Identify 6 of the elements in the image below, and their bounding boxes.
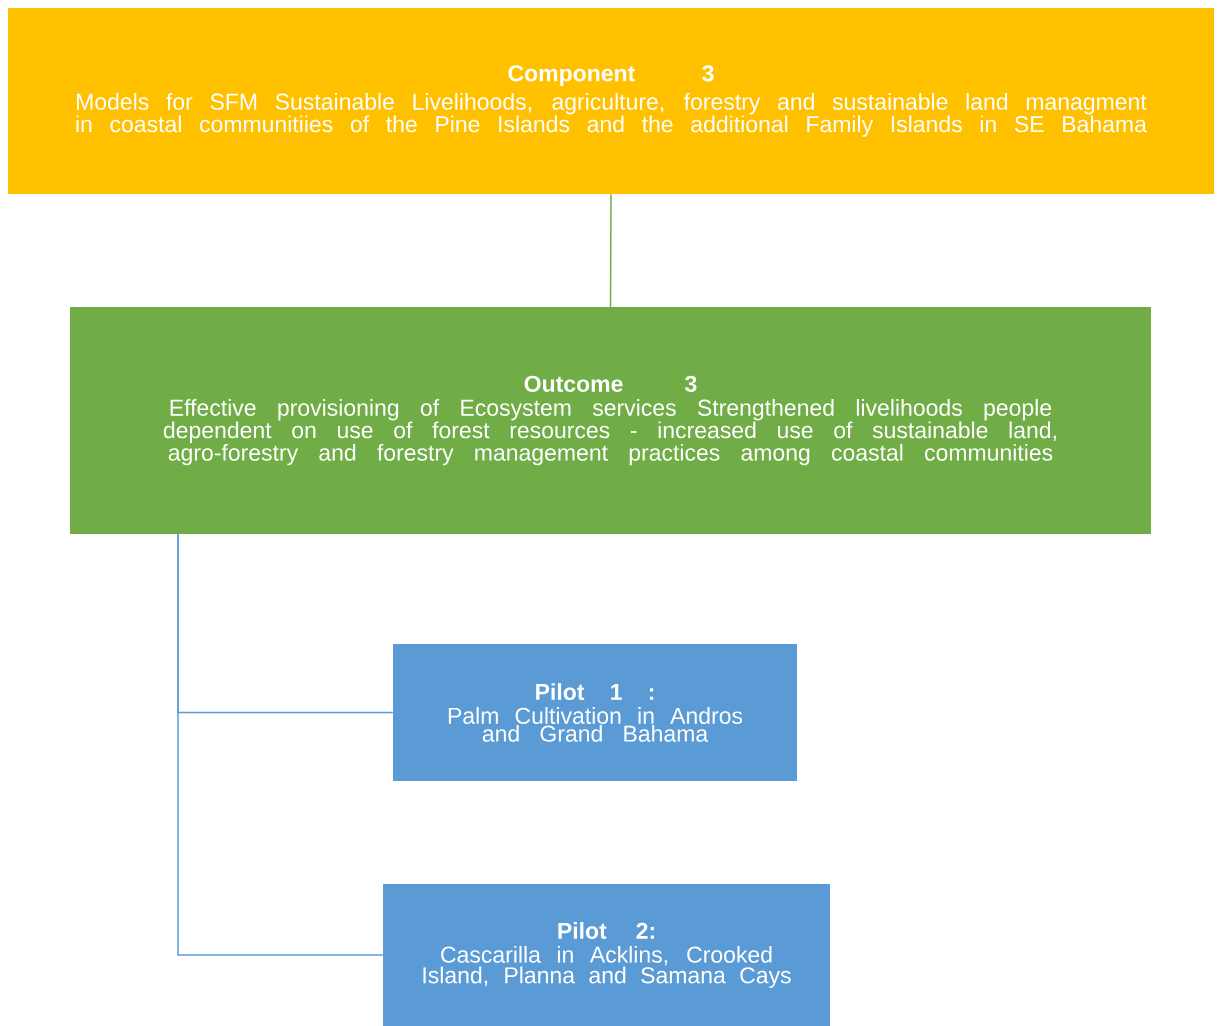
text-box: Pilot 1 : Palm Cultivation in Andros and Grand Bahama (393, 644, 797, 781)
connector-line (177, 533, 384, 956)
text-box: Pilot 2: Cascarilla in Acklins, Crooked Island, Planna and Samana Cays (383, 884, 830, 1026)
text-box: Outcome 3 Effective provisioning of Ecosystem services Strengthened livelihoods people dependent on use of forest resources - increased use of sustainable land, agro-forestry and forestry management practices among coastal communities (70, 307, 1151, 534)
text-box: Component 3 Models for SFM Sustainable Livelihoods, agriculture, forestry and sustainable land managment in coastal communitiies of the Pine Islands and the additional Family Islands in SE Bahama (8, 8, 1214, 194)
connector-line (609, 193, 612, 308)
